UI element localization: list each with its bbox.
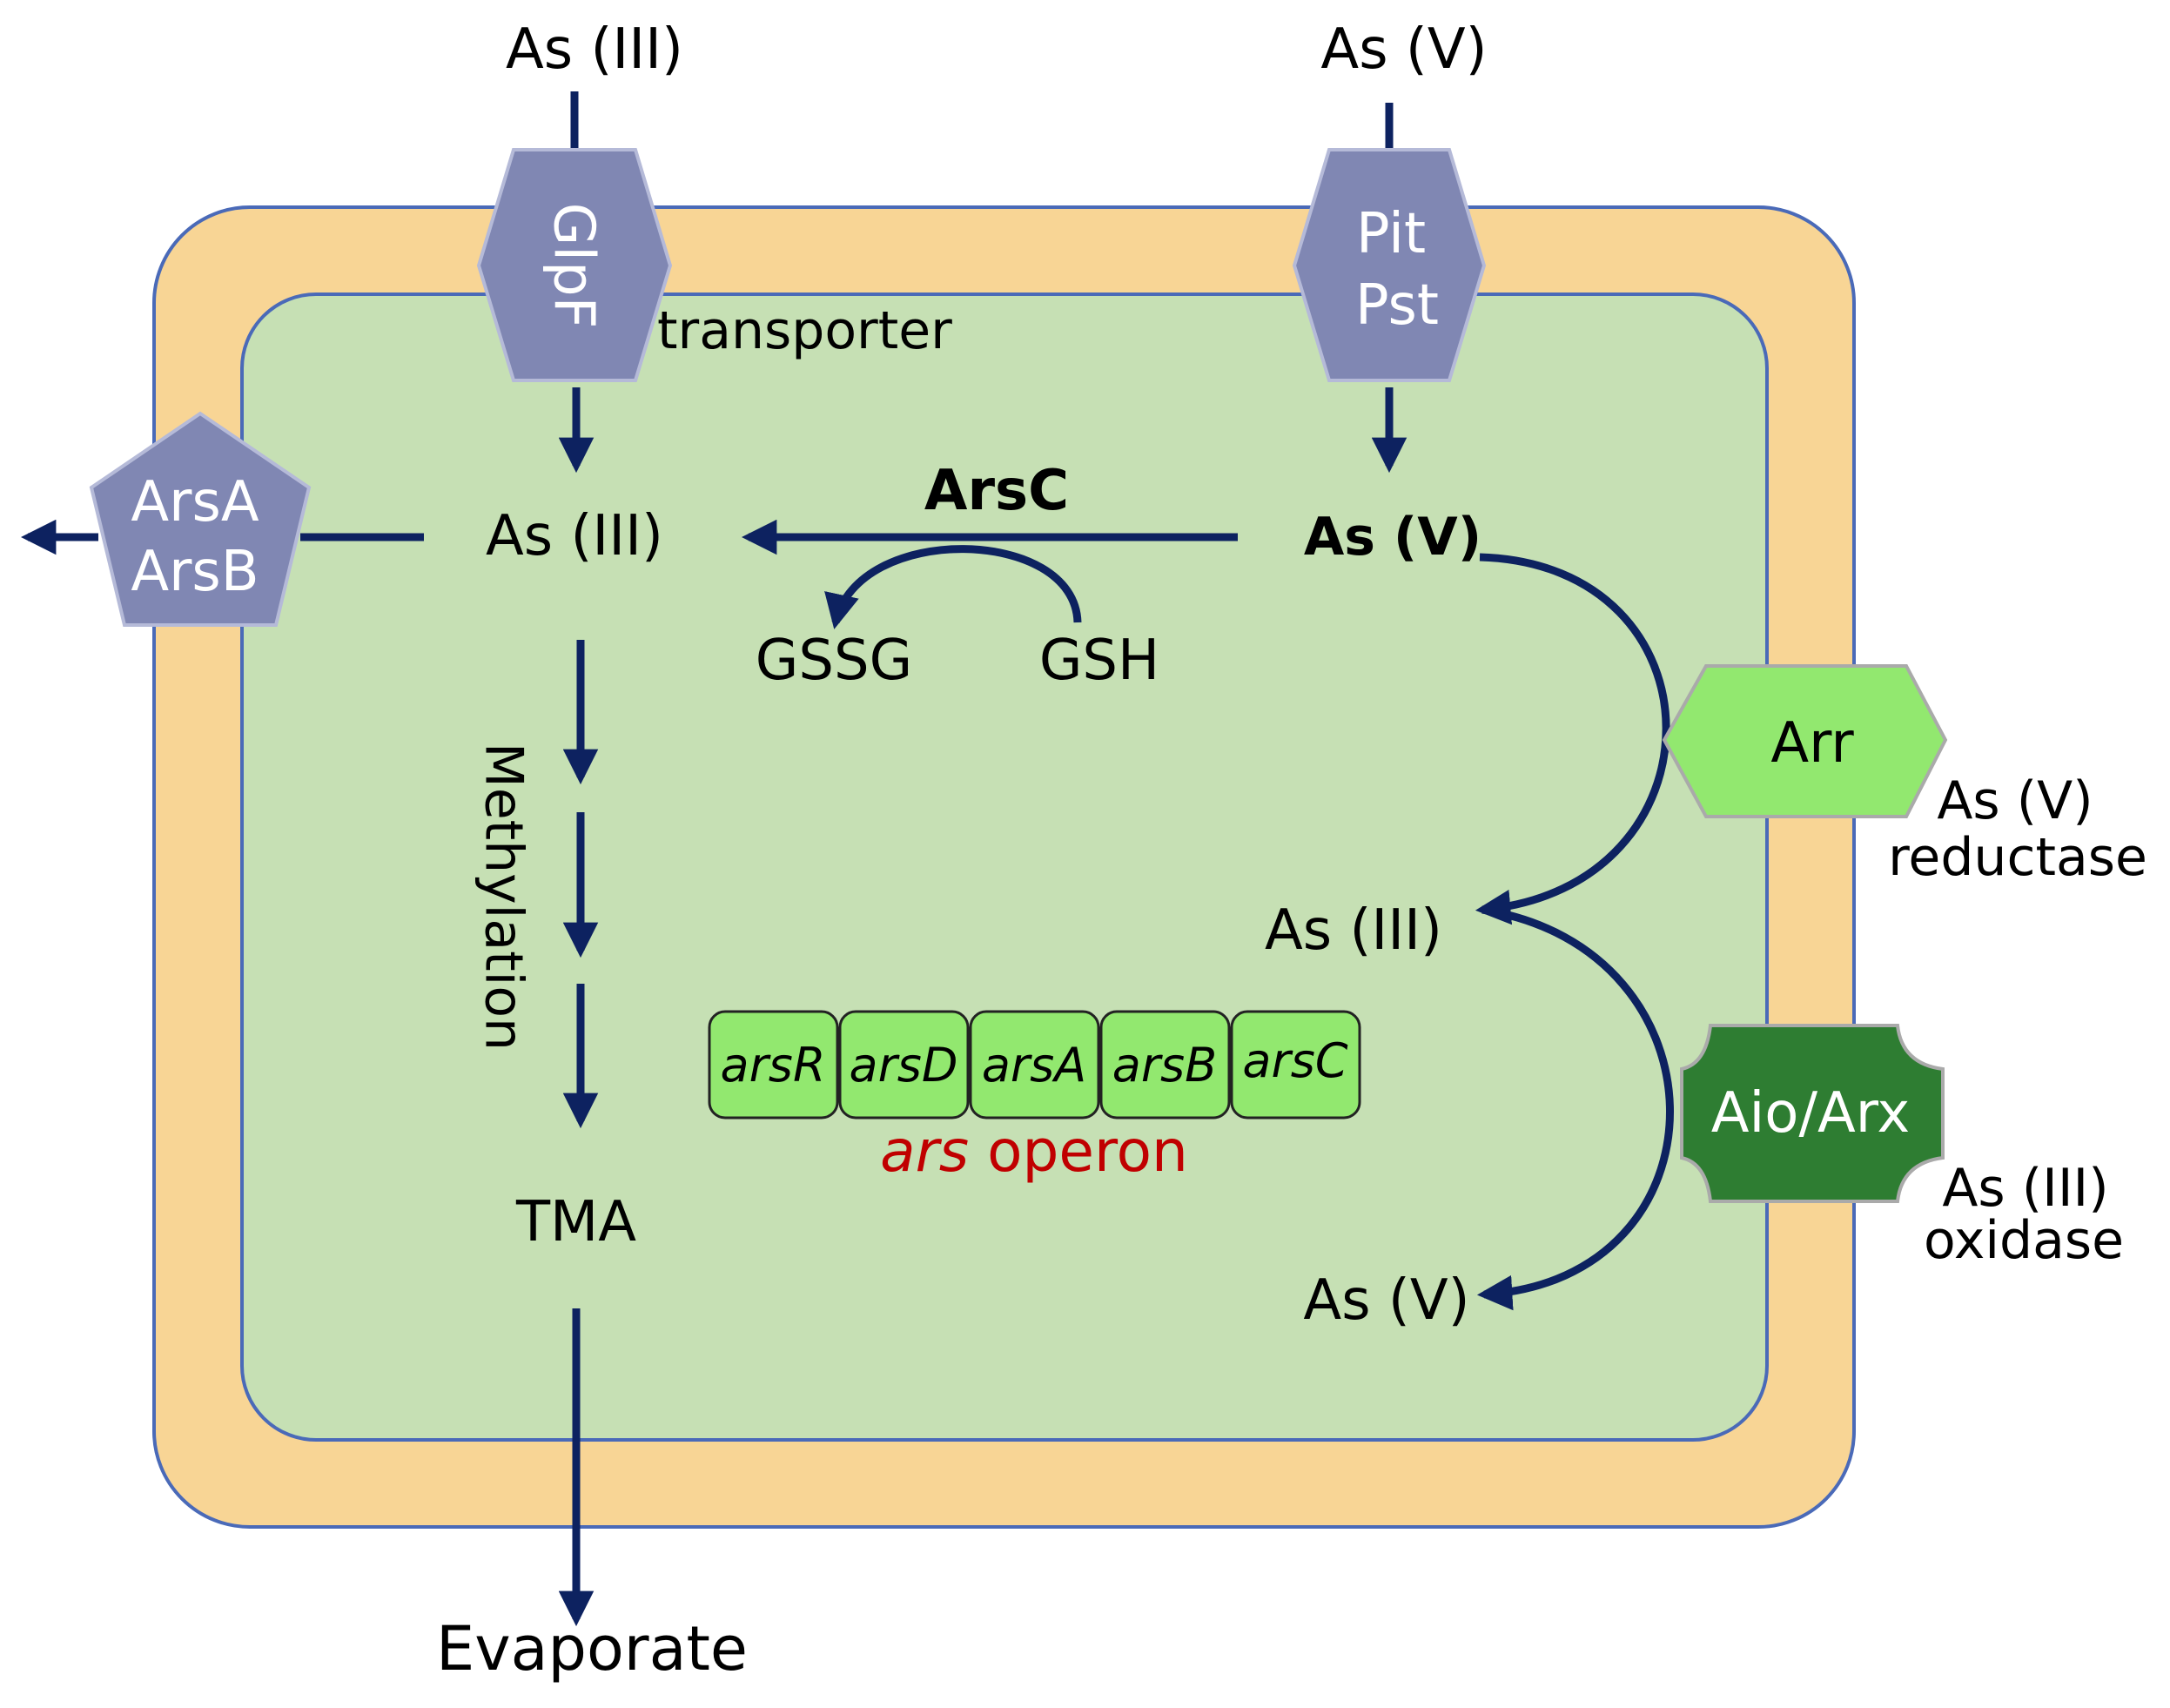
- svg-text:arsA: arsA: [982, 1038, 1086, 1093]
- arsa-arsb-efflux-pump: [89, 411, 312, 627]
- ars-operon-label: ars operon: [880, 1118, 1188, 1185]
- glpf-transporter: [476, 148, 673, 382]
- svg-text:arsB: arsB: [1112, 1038, 1217, 1093]
- aio-label: Aio/Arx: [1711, 1081, 1911, 1146]
- as3-right-label: As (III): [1265, 898, 1442, 963]
- svg-text:arsD: arsD: [849, 1038, 957, 1093]
- as5-top-label: As (V): [1320, 17, 1487, 82]
- gsh-label: GSH: [1039, 629, 1159, 693]
- as3-oxidase-line1: As (III): [1942, 1158, 2108, 1219]
- transporter-label: transporter: [657, 300, 952, 361]
- arr-reductase: [1662, 664, 1948, 818]
- glpf-label: GlpF: [541, 203, 605, 329]
- as5-reductase-line1: As (V): [1937, 770, 2093, 831]
- methylation-label: Methylation: [473, 743, 534, 1051]
- gene-box: arsB: [1099, 1010, 1231, 1120]
- gsh-to-gssg-arrow: [824, 545, 1082, 629]
- pit-label: Pit: [1356, 202, 1426, 266]
- svg-text:arsR: arsR: [721, 1038, 826, 1093]
- pit-pst-transporter: [1292, 148, 1487, 382]
- operon-word: operon: [969, 1118, 1188, 1185]
- gene-box: arsC: [1230, 1010, 1361, 1120]
- arr-reduction-arrow: [1475, 553, 1670, 925]
- arrows: [20, 91, 1674, 1627]
- pst-label: Pst: [1355, 273, 1439, 338]
- gene-box: arsA: [969, 1010, 1100, 1120]
- arsc-label: ArsC: [924, 459, 1069, 523]
- ars-italic: ars: [880, 1118, 969, 1185]
- arsa-label: ArsA: [131, 470, 259, 535]
- cytoplasm: [240, 293, 1769, 1442]
- ars-operon: arsR arsD arsA arsB arsC: [708, 1010, 1361, 1120]
- svg-text:arsC: arsC: [1242, 1033, 1347, 1088]
- as5-right-label: As (V): [1303, 1268, 1469, 1333]
- as5-inner-label: As (V): [1304, 507, 1481, 568]
- gene-box: arsR: [708, 1010, 839, 1120]
- as3-inner-label: As (III): [486, 504, 663, 568]
- aio-oxidation-arrow: [1476, 905, 1674, 1311]
- arsb-label: ArsB: [131, 540, 259, 604]
- as3-oxidase-line2: oxidase: [1924, 1210, 2124, 1271]
- tma-label: TMA: [515, 1190, 636, 1254]
- gene-box: arsD: [838, 1010, 970, 1120]
- as5-reductase-line2: reductase: [1888, 827, 2147, 888]
- gssg-label: GSSG: [756, 629, 912, 693]
- aio-arx-oxidase: [1680, 1024, 1945, 1203]
- arr-label: Arr: [1770, 711, 1854, 776]
- evaporate-label: Evaporate: [436, 1613, 748, 1684]
- as3-top-label: As (III): [506, 17, 683, 82]
